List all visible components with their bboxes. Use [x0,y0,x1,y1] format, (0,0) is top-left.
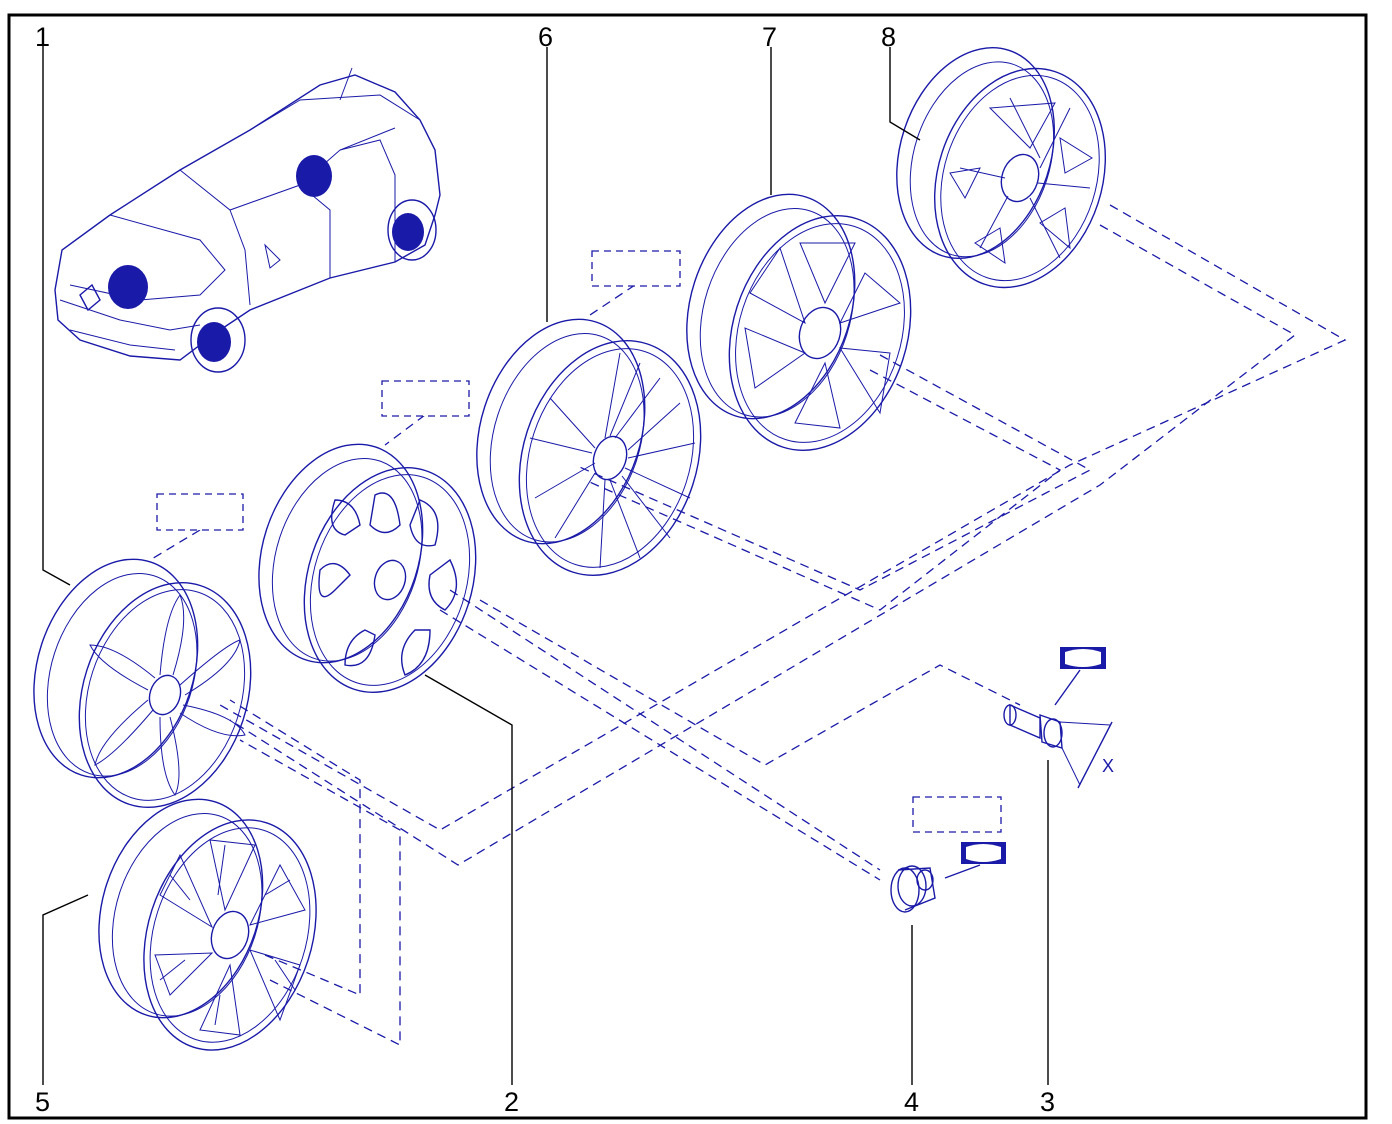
label-box-4 [912,796,1002,833]
label-box-2 [381,380,470,417]
torque-symbol-4 [961,842,1006,864]
torque-symbol-3 [1060,647,1106,669]
callout-2: 2 [504,1087,519,1117]
callout-6: 6 [538,22,553,52]
callout-5: 5 [35,1087,50,1117]
wheel-bolt: X [1003,703,1114,789]
dimension-label: X [1102,756,1114,776]
callout-1: 1 [35,22,50,52]
wheel-7 [686,193,912,451]
car-illustration [54,67,441,373]
callout-3: 3 [1040,1087,1055,1117]
leader-lines [42,44,1049,1085]
wheel-1 [33,558,252,808]
callout-4: 4 [904,1087,919,1117]
tyre-pressure-sensor [890,865,936,913]
wheel-5 [98,798,317,1051]
callout-8: 8 [881,22,896,52]
wheel-2 [258,443,477,693]
diagram-border [7,13,1368,1120]
wheel-8 [896,47,1107,289]
callout-7: 7 [762,22,777,52]
label-box-6 [591,250,681,287]
label-box-1 [156,493,244,531]
connection-lines [149,204,1347,1047]
wheel-6 [476,318,702,576]
